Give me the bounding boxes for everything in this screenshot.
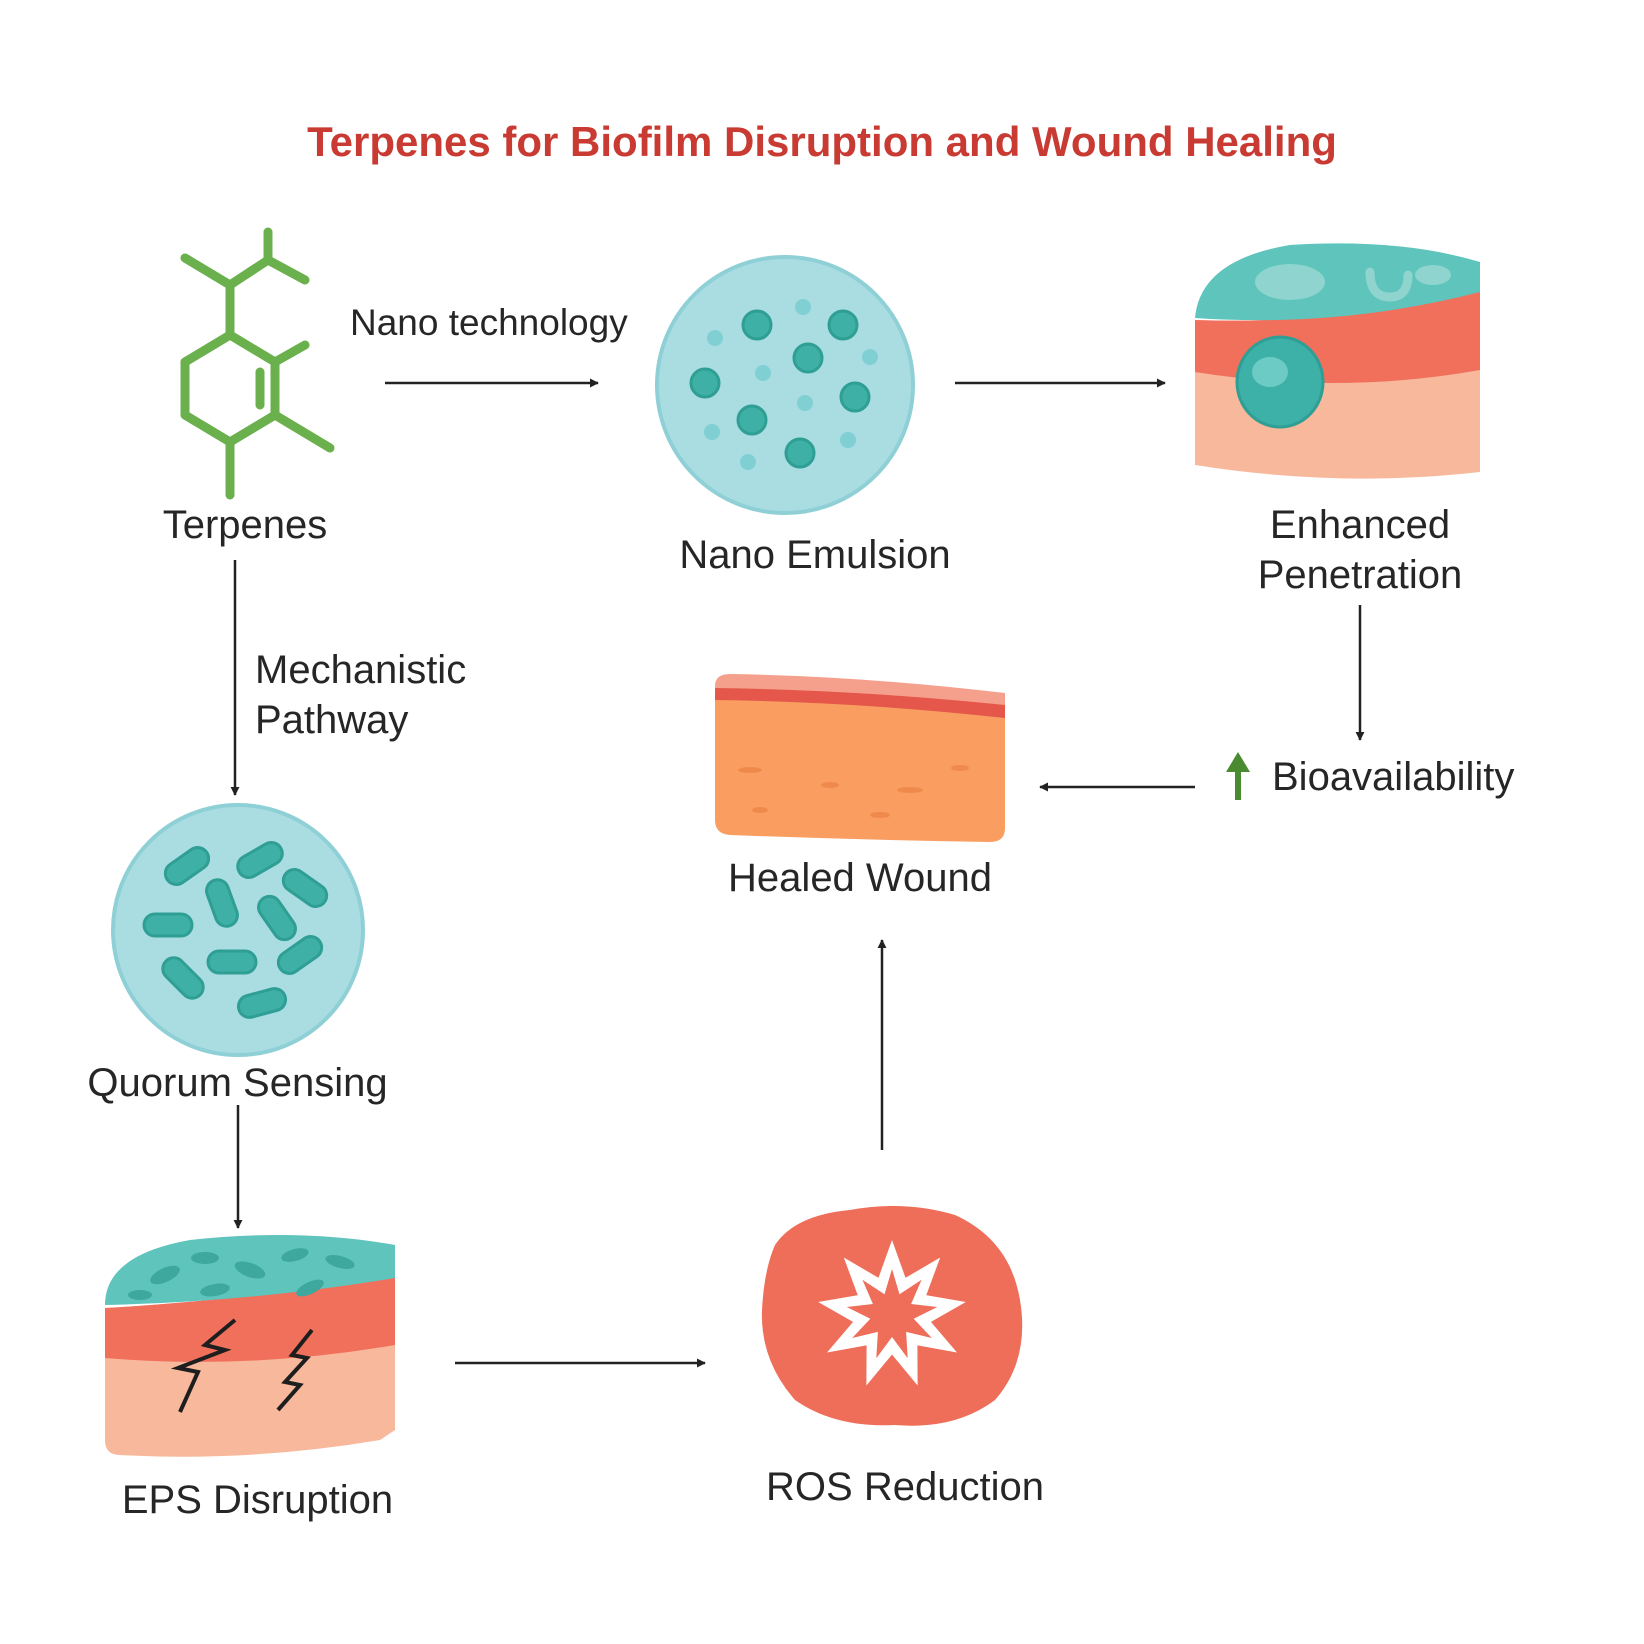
terpene-molecule-icon — [180, 227, 335, 500]
ros-burst-icon — [761, 1206, 1023, 1426]
node-label-terpenes: Terpenes — [162, 503, 328, 547]
bacteria-colony-icon — [111, 803, 365, 1057]
edge-label-nano-technology: Nano technology — [350, 302, 628, 343]
node-label-ros-reduction: ROS Reduction — [766, 1465, 1044, 1509]
node-label-healed-wound: Healed Wound — [728, 856, 992, 900]
node-label-eps-disruption: EPS Disruption — [121, 1478, 394, 1522]
node-label-quorum-sensing: Quorum Sensing — [87, 1061, 388, 1105]
node-label-enhanced-penetration-line1: Enhanced — [1269, 503, 1451, 547]
up-arrow-icon — [1226, 752, 1250, 800]
node-label-enhanced-penetration-line2: Penetration — [1257, 553, 1463, 597]
node-label-enhanced-penetration: Enhanced Penetration — [1210, 500, 1510, 600]
cracked-biofilm-icon — [105, 1235, 395, 1457]
healed-skin-icon — [715, 674, 1005, 842]
edge-label-mechanistic-pathway: Mechanistic Pathway — [255, 645, 466, 745]
nanoemulsion-droplet-icon — [655, 255, 915, 515]
edge-label-mechanistic-pathway-line2: Pathway — [255, 698, 409, 742]
diagram-title: Terpenes for Biofilm Disruption and Woun… — [307, 118, 1337, 165]
node-label-nano-emulsion: Nano Emulsion — [679, 533, 951, 577]
skin-layer-penetration-icon — [1195, 243, 1480, 479]
edge-label-mechanistic-pathway-line1: Mechanistic — [255, 648, 467, 692]
node-label-bioavailability: Bioavailability — [1272, 755, 1515, 799]
